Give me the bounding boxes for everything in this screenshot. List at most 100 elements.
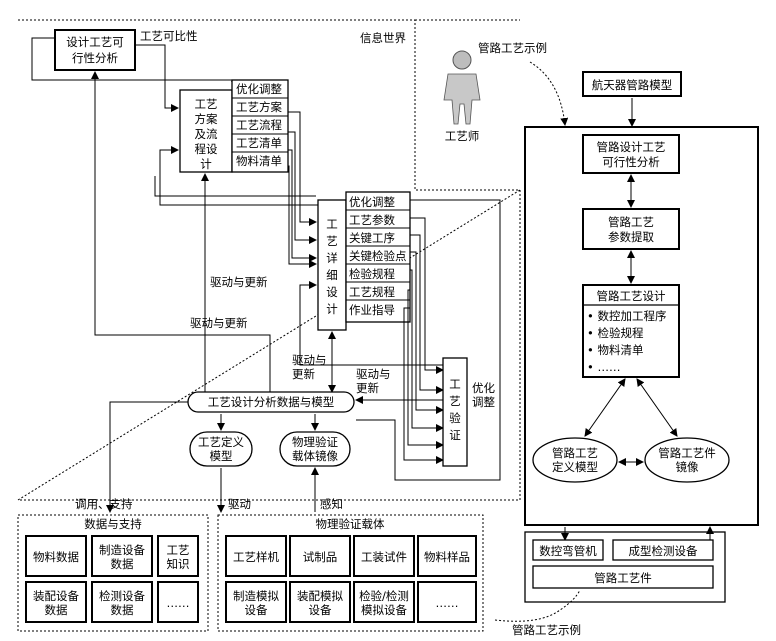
- r-param-2: 参数提取: [608, 230, 654, 244]
- detail-design-line: 工: [326, 217, 338, 231]
- core-to-feasibility: [91, 71, 271, 392]
- def-model-1: 工艺定义: [198, 435, 244, 449]
- ds-cell-label: 数据: [111, 603, 134, 617]
- feasibility-line2: 行性分析: [72, 51, 118, 65]
- ds-cell-label: 数据: [45, 603, 68, 617]
- verify-feedback-top: [356, 199, 501, 481]
- drive-update-b-1: 驱动与: [356, 367, 391, 381]
- ph-cell-label: 装配模拟: [297, 589, 343, 603]
- aircraft-model-label: 航天器管路模型: [592, 78, 673, 92]
- example-top-arrow: [529, 61, 569, 126]
- r-param-1: 管路工艺: [608, 215, 654, 229]
- ph-cell: [289, 581, 351, 623]
- plan-output-item: 工艺清单: [236, 136, 282, 150]
- ph-cell-label: 试制品: [303, 550, 338, 564]
- ph-cell-label: ……: [436, 596, 459, 610]
- verify-box: [442, 357, 468, 467]
- def-model-2: 模型: [210, 449, 233, 463]
- r-design-title: 管路工艺设计: [597, 289, 666, 303]
- def-model-box: [189, 431, 253, 467]
- mirror-box: [279, 431, 351, 467]
- aircraft-model-box: [582, 71, 682, 97]
- ds-cell: [25, 535, 87, 577]
- ds-cell: [91, 581, 153, 623]
- right-panel: [524, 126, 759, 526]
- flow-plan-3: [288, 149, 317, 262]
- plan-outputs-box: [231, 79, 289, 173]
- data-support-title: 数据与支持: [84, 517, 142, 531]
- r-param-box: [582, 208, 680, 250]
- verify-line: 证: [449, 428, 461, 442]
- ds-cell-label: 数据: [111, 557, 134, 571]
- r-design-item: • 数控加工程序: [587, 309, 666, 323]
- ph-cell: [289, 535, 351, 577]
- call-support-label: 调用、支持: [75, 497, 133, 511]
- detail-output-item: 工艺参数: [349, 213, 395, 227]
- data-support-region: [17, 514, 209, 632]
- flow-plan-1: [288, 111, 317, 226]
- r-cnc-box: [532, 539, 604, 561]
- feasibility-box: [54, 29, 136, 71]
- plan-output-item: 物料清单: [236, 154, 282, 168]
- ph-cell-label: 制造模拟: [233, 589, 279, 603]
- r-feasibility-box: [582, 134, 680, 174]
- plan-design-box: [179, 89, 233, 173]
- ph-cell-label: 设备: [309, 603, 332, 617]
- plan-design-line: 方案: [195, 112, 218, 126]
- ds-cell-label: 知识: [167, 557, 190, 571]
- r-feasibility-2: 可行性分析: [602, 155, 660, 169]
- r-design-to-mirror: [636, 378, 678, 437]
- detail-design-line: 详: [326, 251, 338, 265]
- detail-output-item: 作业指导: [349, 303, 395, 317]
- ph-cell: [225, 581, 287, 623]
- optimize-2: 调整: [472, 395, 495, 409]
- drive-update-a-1: 驱动与: [292, 353, 327, 367]
- verify-line: 艺: [449, 394, 461, 408]
- plan-output-item: 工艺方案: [236, 100, 282, 114]
- ph-cell-label: 工艺样机: [233, 550, 279, 564]
- ph-cell-label: 物料样品: [424, 550, 470, 564]
- r-cnc-label: 数控弯管机: [539, 544, 597, 558]
- info-world-boundary: [16, 19, 521, 501]
- drive-update-label-2: 驱动与更新: [190, 316, 248, 330]
- engineer-icon: [443, 50, 481, 125]
- drive-update-a-2: 更新: [292, 367, 315, 381]
- flow-detail-2: [410, 234, 444, 394]
- r-design-item: • 检验规程: [587, 326, 644, 340]
- detail-design-line: 设: [326, 285, 338, 299]
- mirror-1: 物理验证: [292, 435, 338, 449]
- ph-cell: [417, 581, 477, 623]
- detail-output-item: 工艺规程: [349, 285, 395, 299]
- plan-output-item: 优化调整: [236, 82, 282, 96]
- detail-design-line: 计: [326, 302, 338, 316]
- ds-cell-label: ……: [167, 596, 190, 610]
- sense-label: 感知: [320, 497, 343, 511]
- r-part-label: 管路工艺件: [594, 571, 652, 585]
- ph-cell: [417, 535, 477, 577]
- comparability-label: 工艺可比性: [140, 29, 198, 43]
- r-inspect-box: [612, 539, 714, 561]
- ph-cell-label: 工装试件: [361, 550, 407, 564]
- plan-design-line: 工艺: [195, 97, 218, 111]
- ds-cell-label: 工艺: [167, 543, 190, 557]
- ph-cell: [225, 535, 287, 577]
- detail-design-line: 艺: [326, 234, 338, 248]
- plan-design-line: 及流: [195, 127, 218, 141]
- physical-region: [217, 514, 484, 632]
- flow-plan-2: [288, 131, 317, 244]
- flow-detail-4: [410, 269, 444, 432]
- ds-cell-label: 物料数据: [33, 550, 79, 564]
- ph-cell-label: 模拟设备: [361, 603, 407, 617]
- mirror-2: 载体镜像: [292, 449, 338, 463]
- example-bottom-label: 管路工艺示例: [512, 623, 581, 637]
- example-top-label: 管路工艺示例: [478, 41, 547, 55]
- flow-detail-6: [403, 307, 444, 464]
- flow-detail-1: [410, 217, 444, 374]
- r-mirror-1: 管路工艺件: [658, 446, 716, 460]
- ds-cell-label: 制造设备: [99, 543, 145, 557]
- feasibility-line1: 设计工艺可: [66, 35, 124, 49]
- drive-update-b-2: 更新: [356, 381, 379, 395]
- engineer-label: 工艺师: [445, 129, 480, 143]
- plan-output-item: 工艺流程: [236, 118, 282, 132]
